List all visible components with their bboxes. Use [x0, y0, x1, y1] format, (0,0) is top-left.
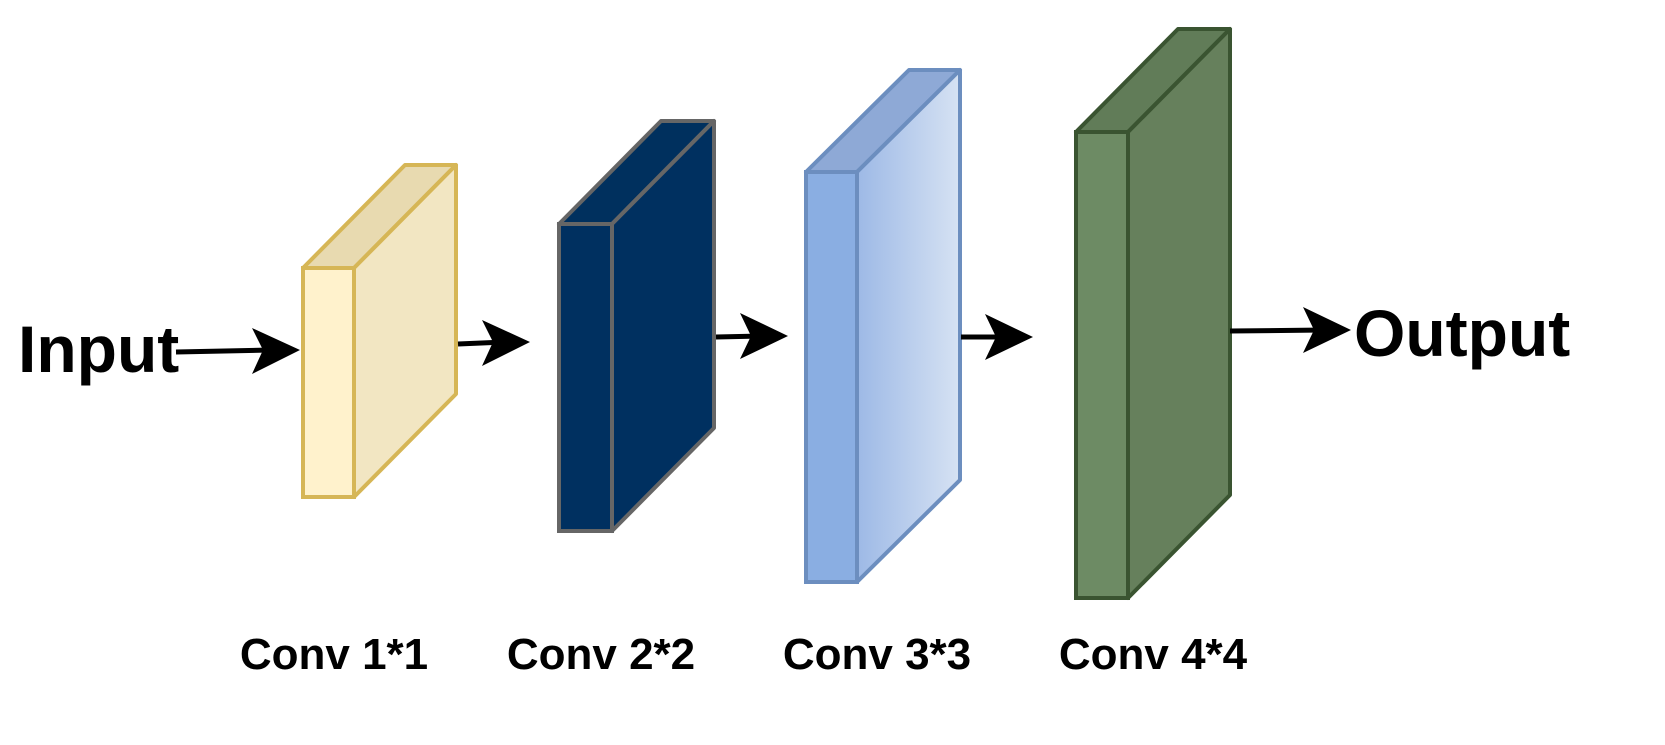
arrow-conv3-to-conv4	[961, 314, 1033, 360]
layer-label-conv1: Conv 1*1	[240, 630, 428, 679]
layer-label-conv3: Conv 3*3	[783, 630, 971, 679]
layer-side-face	[1126, 27, 1232, 600]
layer-label-conv2: Conv 2*2	[507, 630, 695, 679]
layer-block-conv1	[301, 163, 458, 499]
layer-block-conv2	[557, 119, 716, 533]
layer-front-face	[804, 170, 859, 584]
layer-front-face	[1074, 130, 1130, 600]
layer-front-face	[557, 222, 614, 533]
layer-front-face	[301, 266, 356, 499]
output-label: Output	[1354, 296, 1570, 370]
arrow-conv4-to-output	[1229, 307, 1351, 353]
input-label: Input	[18, 312, 179, 386]
layer-label-conv4: Conv 4*4	[1059, 630, 1248, 679]
arrow-conv2-to-conv3	[715, 313, 788, 359]
arrow-input-to-conv1	[175, 328, 300, 374]
arrow-conv1-to-conv2	[457, 320, 530, 366]
layer-block-conv4	[1074, 27, 1232, 600]
layer-block-conv3	[804, 68, 962, 584]
